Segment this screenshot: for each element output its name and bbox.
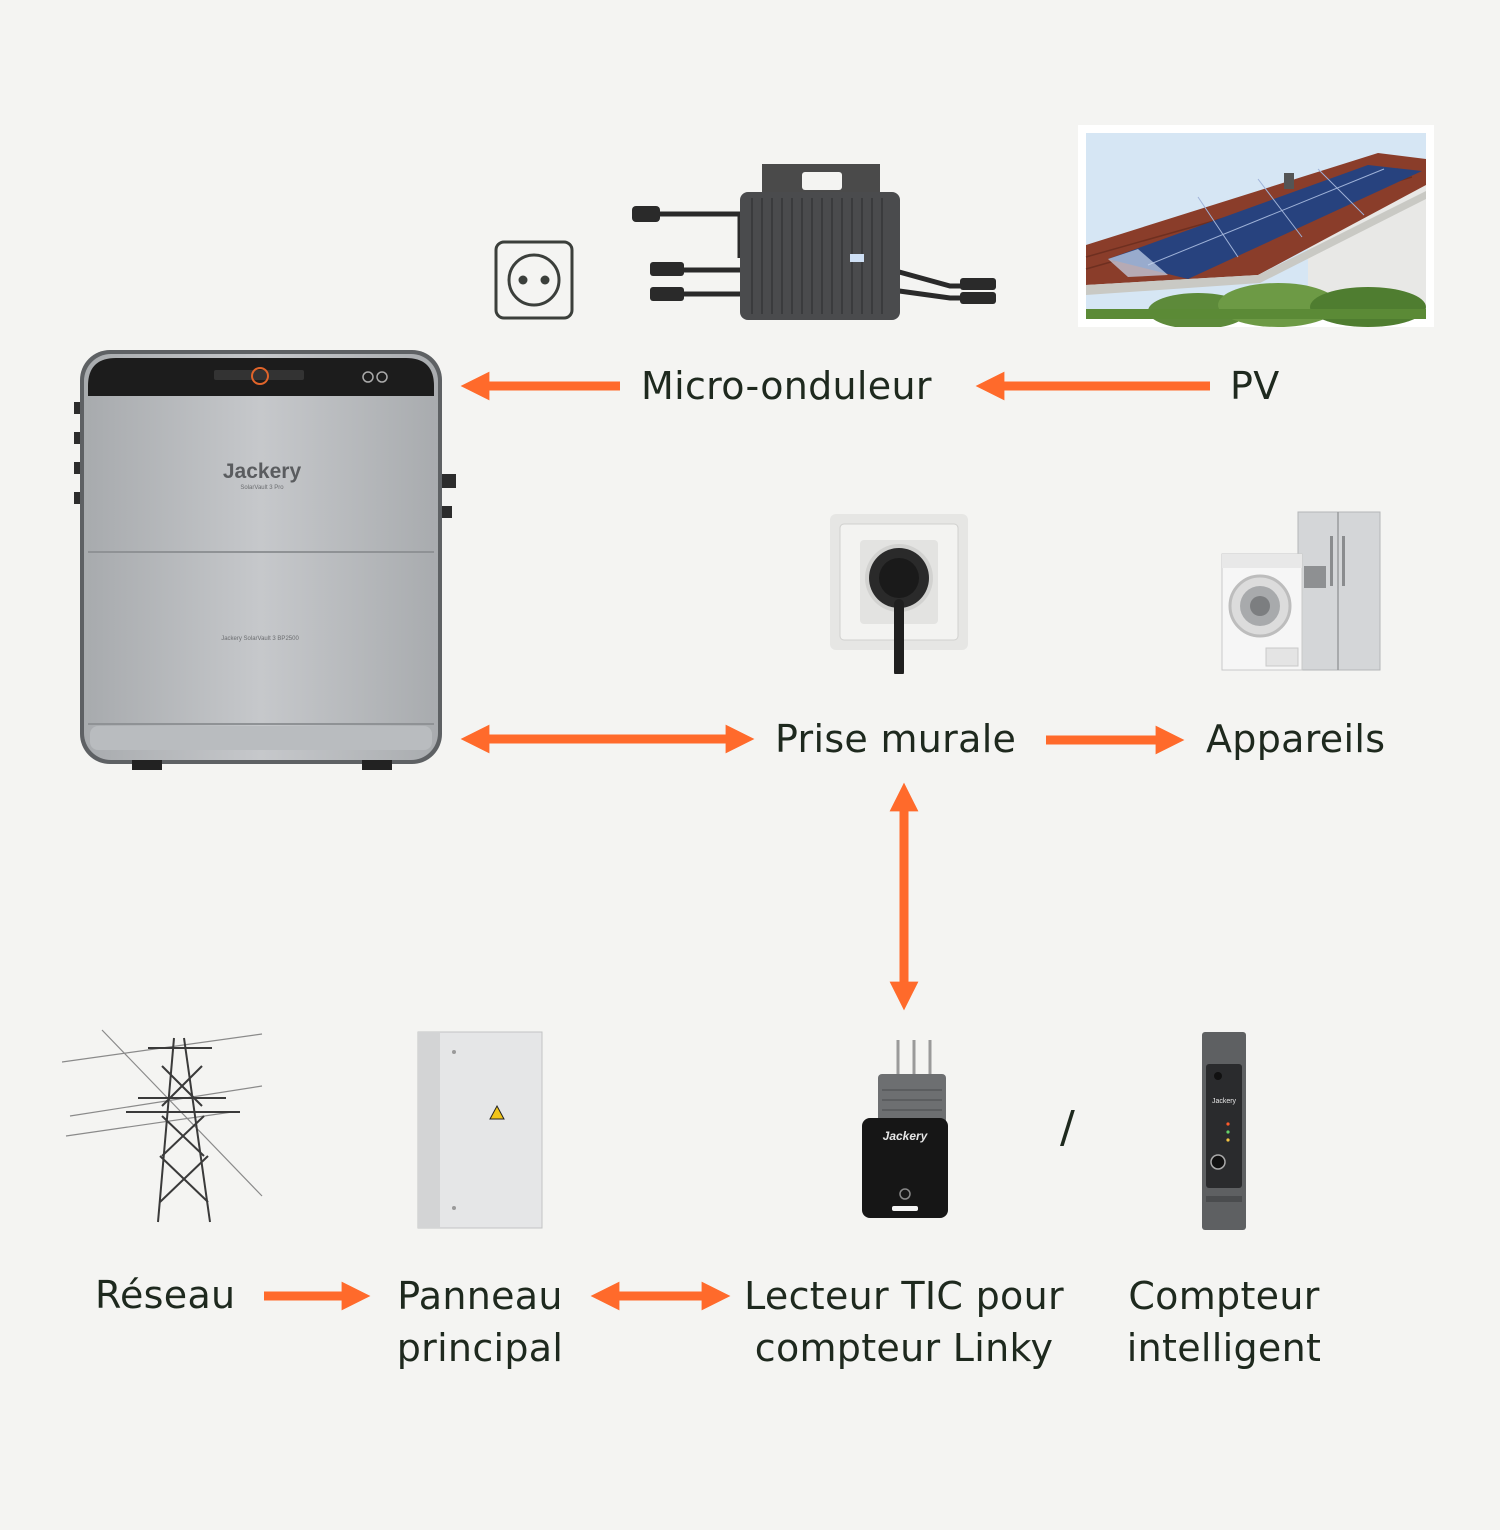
tic-reader-icon: Jackery [862, 1040, 948, 1218]
smart-meter-icon: Jackery [1202, 1032, 1246, 1230]
label-pv: PV [1230, 364, 1280, 408]
label-compteur-line2: intelligent [1126, 1326, 1322, 1370]
meter-logo: Jackery [1212, 1098, 1237, 1105]
power-pylon-icon [62, 1029, 263, 1223]
separator-slash: / [1060, 1102, 1076, 1153]
label-micro-onduleur: Micro-onduleur [641, 364, 932, 408]
label-compteur-intelligent: Compteur intelligent [1104, 1270, 1344, 1374]
solar-roof-photo [1078, 125, 1434, 327]
label-lecteur-line2: compteur Linky [754, 1326, 1054, 1370]
label-lecteur-tic: Lecteur TIC pour compteur Linky [734, 1270, 1074, 1374]
label-panneau-line2: principal [396, 1326, 564, 1370]
label-appareils: Appareils [1206, 717, 1386, 761]
battery-subtitle: SolarVault 3 Pro [240, 485, 284, 491]
electrical-panel-icon [417, 1031, 543, 1229]
wall-plug-icon [830, 514, 968, 674]
label-compteur-line1: Compteur [1128, 1274, 1320, 1318]
micro-inverter-icon [632, 164, 996, 320]
label-lecteur-line1: Lecteur TIC pour [744, 1274, 1064, 1318]
label-panneau-principal: Panneau principal [380, 1270, 580, 1374]
battery-logo: Jackery [223, 460, 302, 483]
reader-logo: Jackery [883, 1129, 929, 1143]
label-prise-murale: Prise murale [775, 717, 1017, 761]
battery-unit-icon: Jackery SolarVault 3 Pro Jackery SolarVa… [74, 350, 456, 770]
label-panneau-line1: Panneau [397, 1274, 563, 1318]
socket-icon [494, 240, 574, 320]
label-reseau: Réseau [95, 1273, 236, 1317]
appliances-icon [1221, 511, 1381, 671]
battery-pack-label: Jackery SolarVault 3 BP2500 [221, 636, 299, 642]
